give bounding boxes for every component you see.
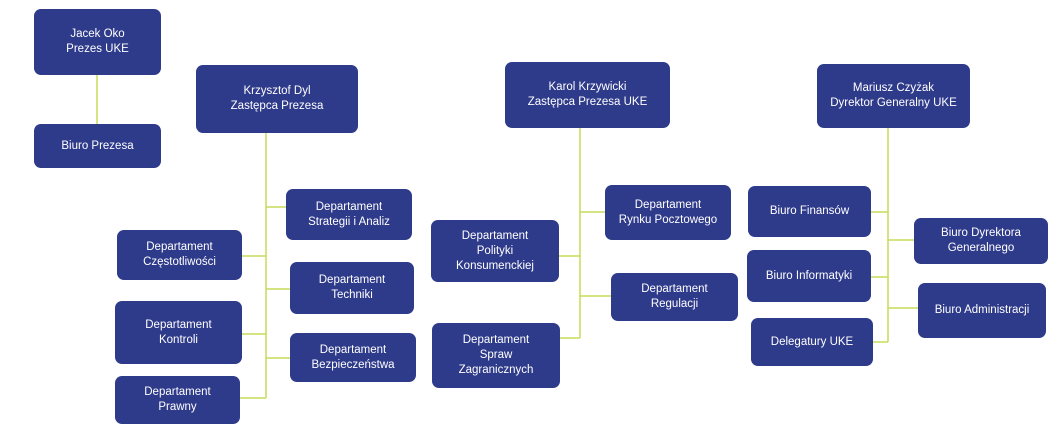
- node-biuro-dyrektora: Biuro Dyrektora Generalnego: [914, 218, 1048, 264]
- node-dep-czestotliwosci: Departament Częstotliwości: [117, 230, 242, 280]
- node-biuro-prezesa: Biuro Prezesa: [34, 124, 161, 168]
- node-dep-spraw-zagranicznych: Departament Spraw Zagranicznych: [432, 323, 560, 388]
- node-dep-kontroli: Departament Kontroli: [115, 301, 242, 364]
- node-karol-krzywicki: Karol Krzywicki Zastępca Prezesa UKE: [505, 62, 670, 128]
- node-mariusz-czyzak: Mariusz Czyżak Dyrektor Generalny UKE: [817, 64, 970, 128]
- node-biuro-finansow: Biuro Finansów: [748, 186, 871, 237]
- node-delegatury: Delegatury UKE: [751, 318, 873, 366]
- node-dep-regulacji: Departament Regulacji: [611, 273, 738, 321]
- node-dep-rynku-pocztowego: Departament Rynku Pocztowego: [605, 185, 731, 240]
- node-dep-bezpieczenstwa: Departament Bezpieczeństwa: [290, 333, 416, 382]
- node-dep-techniki: Departament Techniki: [290, 262, 414, 314]
- node-krzysztof-dyl: Krzysztof Dyl Zastępca Prezesa: [196, 65, 358, 133]
- node-dep-polityki: Departament Polityki Konsumenckiej: [431, 220, 559, 282]
- node-dep-strategii: Departament Strategii i Analiz: [286, 189, 412, 240]
- node-biuro-administracji: Biuro Administracji: [918, 283, 1046, 338]
- node-biuro-informatyki: Biuro Informatyki: [747, 250, 871, 302]
- node-dep-prawny: Departament Prawny: [115, 376, 240, 424]
- node-president: Jacek Oko Prezes UKE: [34, 9, 161, 75]
